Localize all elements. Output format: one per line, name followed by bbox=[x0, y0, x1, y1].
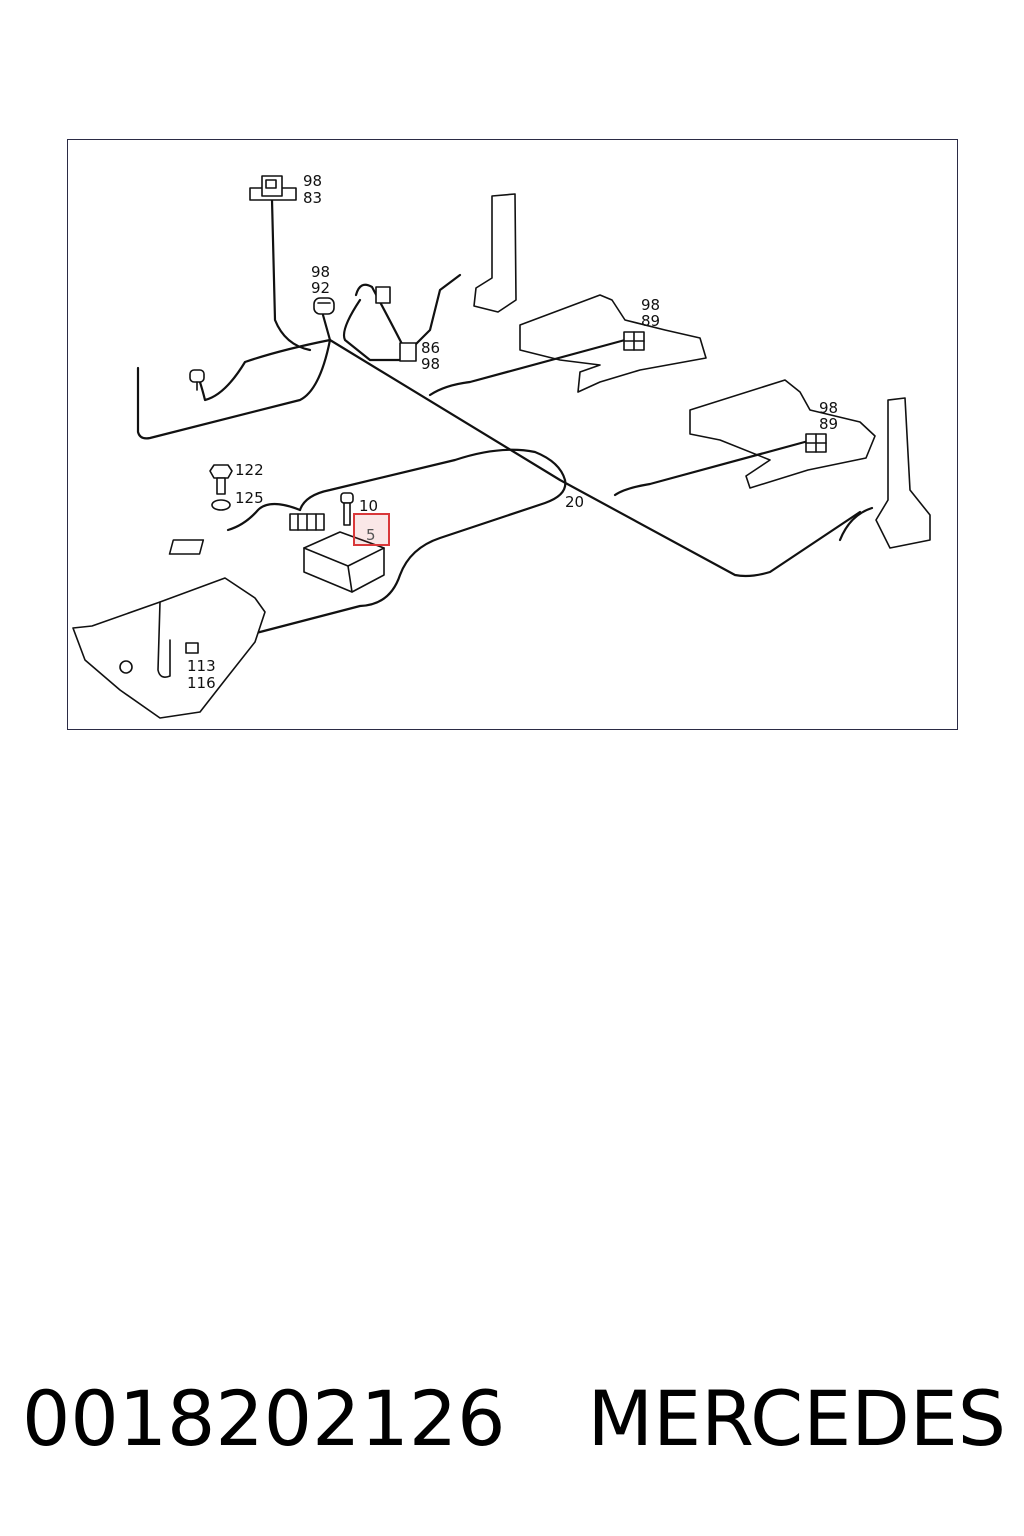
highlight-box bbox=[353, 513, 390, 546]
callout-labels: 98 83 98 92 86 98 98 89 98 89 122 125 10… bbox=[187, 172, 838, 692]
right-middle-wire bbox=[613, 438, 814, 497]
label-98-89-top-b: 89 bbox=[641, 312, 660, 330]
connector-86-98 bbox=[375, 286, 417, 362]
label-98-89-top-a: 98 bbox=[641, 296, 660, 314]
label-5: 5 bbox=[366, 526, 376, 544]
control-unit-5 bbox=[168, 531, 385, 593]
connector-block bbox=[289, 513, 325, 531]
label-98-83-bottom: 83 bbox=[303, 189, 322, 207]
wiring-harness bbox=[136, 198, 874, 650]
label-98-92-top: 98 bbox=[311, 263, 330, 281]
connector-98-92 bbox=[313, 297, 335, 315]
label-113: 113 bbox=[187, 657, 216, 675]
wire-to-connector-left bbox=[226, 502, 302, 532]
clip-125 bbox=[211, 499, 231, 511]
label-20: 20 bbox=[565, 493, 584, 511]
connector-98-89-top bbox=[623, 331, 645, 351]
wire-to-98-92 bbox=[321, 313, 332, 342]
brand-name: MERCEDES bbox=[587, 1373, 1007, 1463]
bolt-122 bbox=[209, 464, 233, 495]
label-125: 125 bbox=[235, 489, 264, 507]
label-10: 10 bbox=[359, 497, 378, 515]
seat-rail-bottom bbox=[689, 379, 931, 549]
label-98-92-bottom: 92 bbox=[311, 279, 330, 297]
label-86-98-bottom: 98 bbox=[421, 355, 440, 373]
tray-housing bbox=[72, 577, 266, 719]
wire-to-86-98 bbox=[354, 283, 407, 352]
footer: 0018202126 MERCEDES bbox=[22, 1368, 1012, 1468]
left-long-wire bbox=[136, 338, 332, 440]
connector-86-98-body bbox=[399, 342, 417, 362]
label-98-89-bottom-b: 89 bbox=[819, 415, 838, 433]
seat-rail-top bbox=[473, 193, 707, 393]
label-98-89-bottom-a: 98 bbox=[819, 399, 838, 417]
right-end-wire bbox=[838, 506, 874, 542]
label-116: 116 bbox=[187, 674, 216, 692]
part-number: 0018202126 bbox=[22, 1373, 506, 1463]
connector-98-92-body bbox=[313, 297, 335, 315]
main-trunk-wire bbox=[328, 338, 862, 578]
sensor-left bbox=[189, 369, 205, 391]
connector-86-98-plug bbox=[375, 286, 391, 304]
connector-98-89-bottom bbox=[805, 433, 827, 453]
left-branch-wire bbox=[194, 338, 332, 402]
screw-10 bbox=[340, 492, 354, 526]
center-loop-wire bbox=[188, 448, 567, 650]
wire-to-98-83 bbox=[270, 198, 312, 352]
label-98-83-top: 98 bbox=[303, 172, 322, 190]
connector-98-83 bbox=[249, 175, 297, 201]
label-122: 122 bbox=[235, 461, 264, 479]
connector-98-83-pin bbox=[265, 179, 277, 189]
upper-right-wire bbox=[428, 338, 627, 397]
label-86-98-top: 86 bbox=[421, 339, 440, 357]
